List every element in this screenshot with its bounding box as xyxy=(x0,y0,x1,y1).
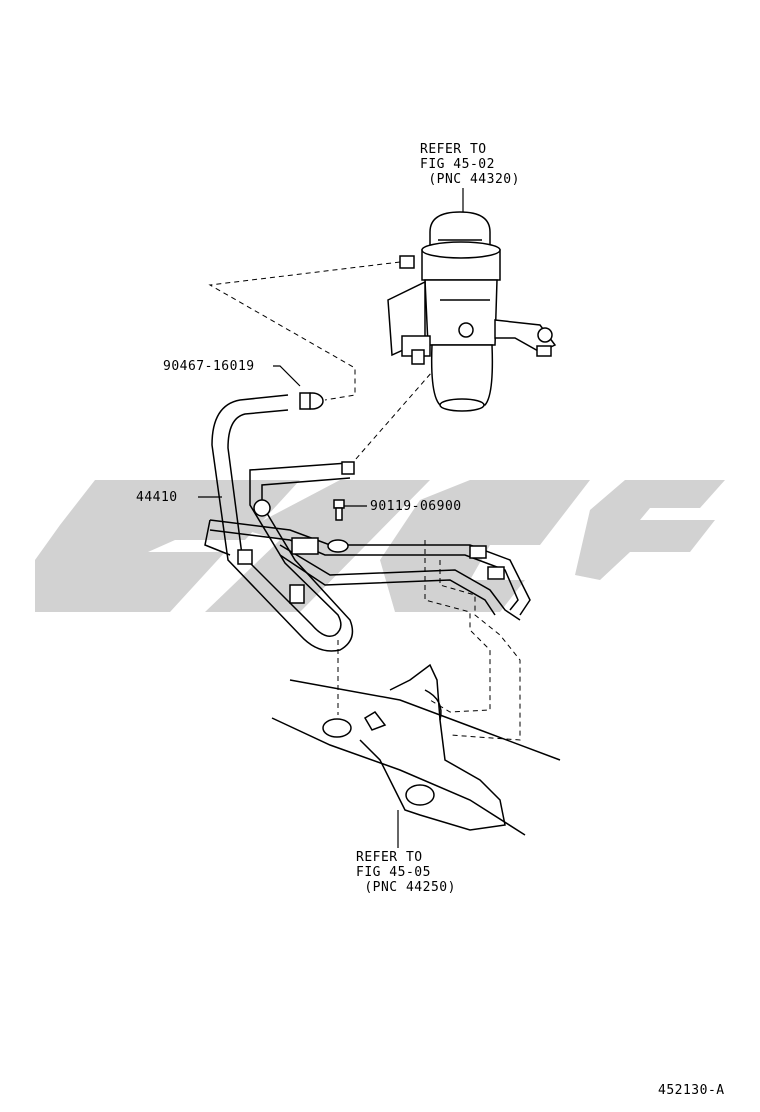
gear-callout-line-2: FIG 45-05 xyxy=(356,865,431,880)
gear-callout-line-1: REFER TO xyxy=(356,850,423,865)
reservoir-pump xyxy=(387,211,557,412)
pressure-lines xyxy=(204,461,531,621)
part-label-hose: 44410 xyxy=(136,490,178,505)
label-leaders xyxy=(198,188,464,848)
part-label-bolt: 90119-06900 xyxy=(370,499,462,514)
union-bolt xyxy=(327,499,349,553)
part-label-clamp: 90467-16019 xyxy=(163,359,255,374)
hose-clamp xyxy=(299,392,324,410)
figure-id: 452130-A xyxy=(658,1083,725,1098)
reservoir-callout-line-2: FIG 45-02 xyxy=(420,157,495,172)
gear-callout-line-3: (PNC 44250) xyxy=(356,880,456,895)
reservoir-callout-line-1: REFER TO xyxy=(420,142,487,157)
return-hose xyxy=(211,394,354,652)
reservoir-callout-line-3: (PNC 44320) xyxy=(420,172,520,187)
steering-gear xyxy=(271,663,561,836)
